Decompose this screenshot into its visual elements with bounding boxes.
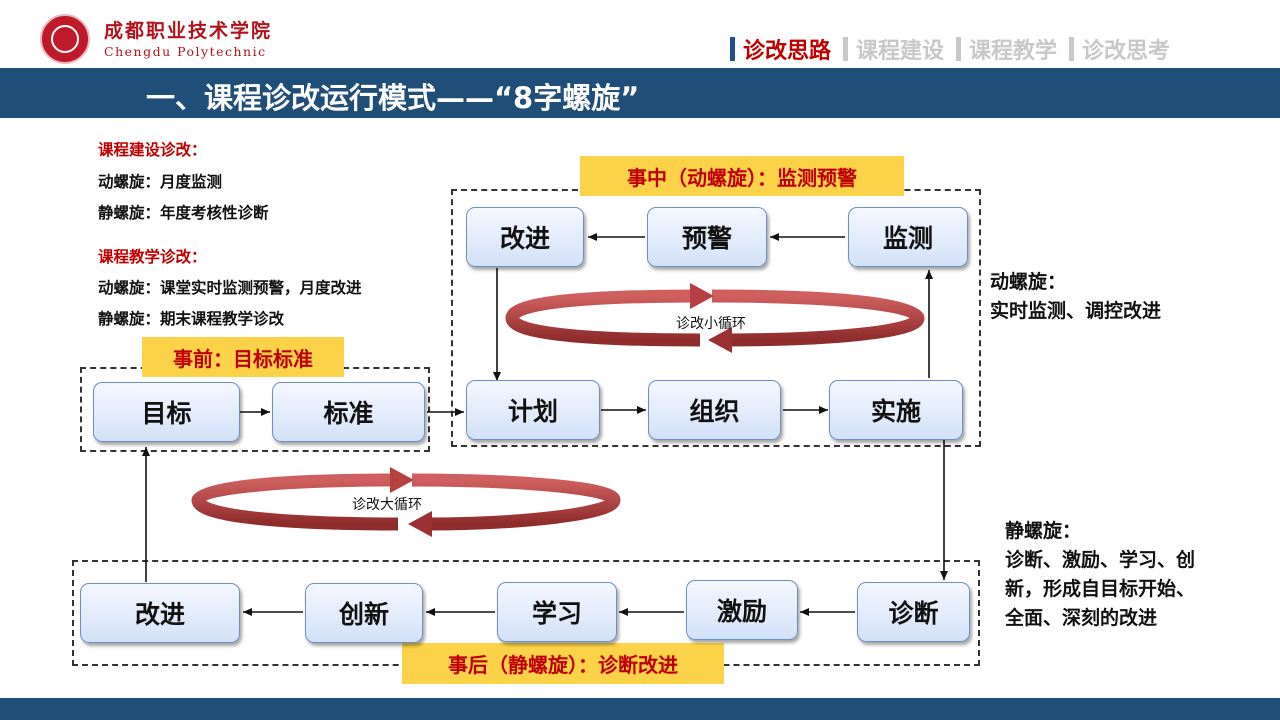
dynamic-spiral-description: 动螺旋： 实时监测、调控改进 xyxy=(990,268,1161,326)
construction-heading: 课程建设诊改： xyxy=(98,141,207,159)
title-band xyxy=(0,68,1280,118)
big-loop-label: 诊改大循环 xyxy=(352,497,422,513)
static-spiral-line: 诊断、激励、学习、创 xyxy=(1005,549,1196,571)
node-motivate: 激励 xyxy=(686,580,798,640)
college-logo-seal xyxy=(40,14,90,64)
node-organize: 组织 xyxy=(648,380,781,440)
node-goal: 目标 xyxy=(93,382,240,442)
nav-item-diagnosis-reflection[interactable]: 诊改思考 xyxy=(1069,33,1170,65)
teaching-static-note: 静螺旋：期末课程教学诊改 xyxy=(98,310,285,328)
nav-item-label: 课程教学 xyxy=(969,39,1058,64)
teaching-dynamic-note: 动螺旋：课堂实时监测预警，月度改进 xyxy=(98,279,362,297)
node-warning: 预警 xyxy=(647,207,767,267)
during-label: 事中（动螺旋）：监测预警 xyxy=(580,156,904,196)
node-standard: 标准 xyxy=(272,382,425,442)
nav-bar-icon xyxy=(956,37,962,61)
after-label: 事后（静螺旋）：诊断改进 xyxy=(402,643,724,684)
construction-dynamic-note: 动螺旋：月度监测 xyxy=(98,173,223,191)
before-label: 事前：目标标准 xyxy=(142,337,344,377)
big-loop-icon xyxy=(191,467,621,537)
node-diagnose: 诊断 xyxy=(857,582,970,642)
dynamic-spiral-text: 实时监测、调控改进 xyxy=(990,300,1162,322)
bottom-band xyxy=(0,698,1280,720)
static-spiral-line: 新，形成自目标开始、 xyxy=(1005,578,1196,600)
nav-item-course-teaching[interactable]: 课程教学 xyxy=(956,33,1057,65)
nav-item-diagnosis-approach[interactable]: 诊改思路 xyxy=(730,33,831,65)
dynamic-spiral-title: 动螺旋： xyxy=(990,271,1067,293)
node-plan: 计划 xyxy=(466,380,600,440)
static-spiral-line: 全面、深刻的改进 xyxy=(1005,607,1158,629)
node-improve-top: 改进 xyxy=(466,207,584,267)
small-loop-icon xyxy=(505,283,925,353)
node-innovate: 创新 xyxy=(305,583,423,643)
college-name-cn: 成都职业技术学院 xyxy=(104,20,273,42)
node-learn: 学习 xyxy=(497,582,617,642)
nav-item-label: 课程建设 xyxy=(856,39,945,64)
section-nav: 诊改思路 课程建设 课程教学 诊改思考 xyxy=(730,34,1182,64)
nav-item-course-construction[interactable]: 课程建设 xyxy=(843,33,944,65)
teaching-heading: 课程教学诊改： xyxy=(98,248,207,266)
static-spiral-description: 静螺旋： 诊断、激励、学习、创 新，形成自目标开始、 全面、深刻的改进 xyxy=(1005,517,1195,633)
static-spiral-title: 静螺旋： xyxy=(1005,520,1082,542)
nav-item-label: 诊改思路 xyxy=(743,39,832,64)
nav-bar-icon xyxy=(730,37,735,61)
node-improve-bottom: 改进 xyxy=(80,583,240,643)
node-implement: 实施 xyxy=(829,380,963,440)
construction-static-note: 静螺旋：年度考核性诊断 xyxy=(98,204,269,222)
nav-bar-icon xyxy=(1069,37,1075,61)
slide-title: 一、课程诊改运行模式——“8字螺旋” xyxy=(146,81,640,115)
nav-bar-icon xyxy=(843,37,849,61)
small-loop-label: 诊改小循环 xyxy=(676,316,746,332)
nav-item-label: 诊改思考 xyxy=(1082,39,1171,64)
node-monitor: 监测 xyxy=(848,207,968,267)
college-name-en: Chengdu Polytechnic xyxy=(104,44,267,59)
